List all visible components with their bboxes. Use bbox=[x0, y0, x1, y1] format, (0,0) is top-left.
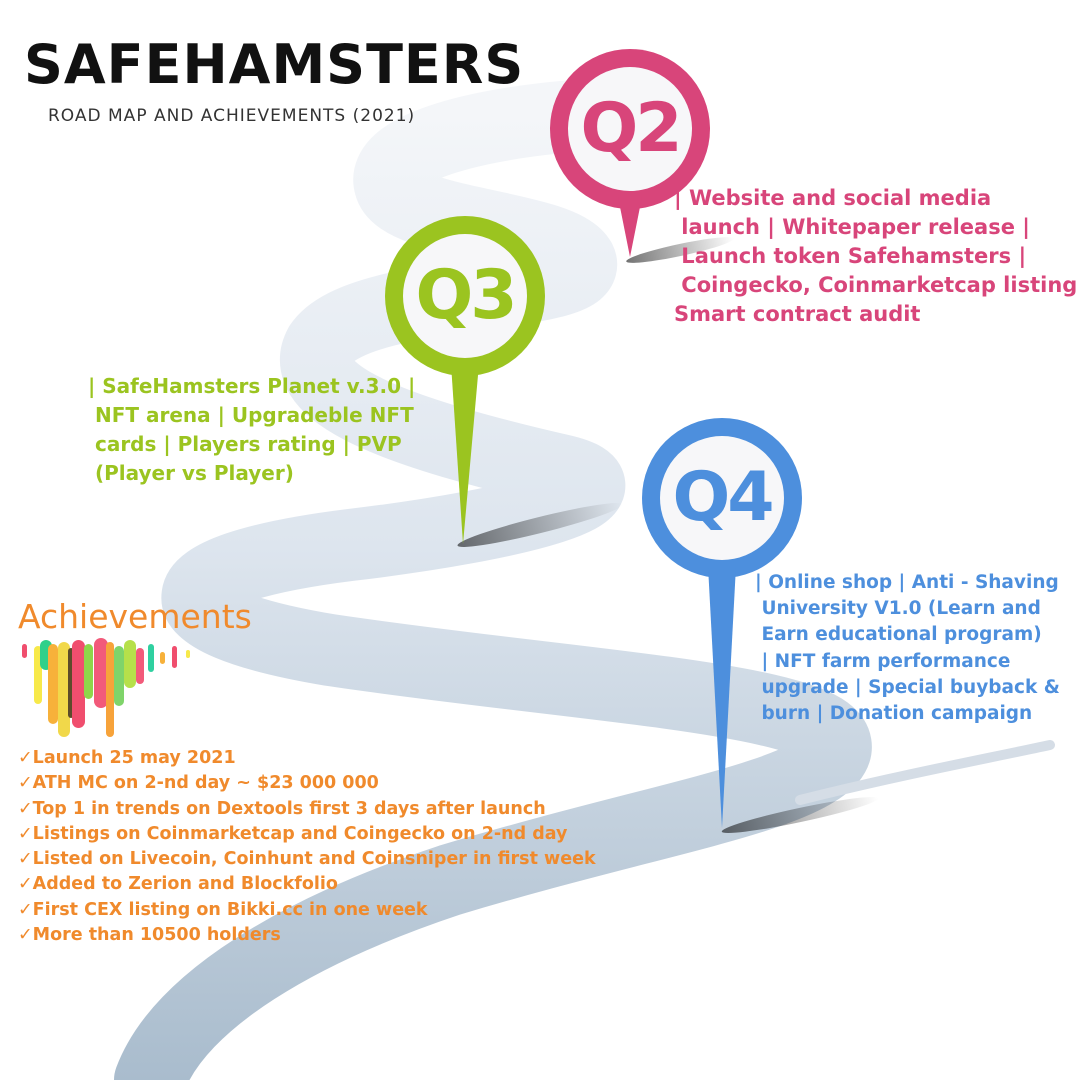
q4-line: | Online shop | Anti - Shaving bbox=[755, 572, 1059, 593]
achievement-item: ✓Listed on Livecoin, Coinhunt and Coinsn… bbox=[18, 849, 596, 870]
q4-pin-marker bbox=[642, 418, 802, 828]
road-far-segment bbox=[795, 740, 1055, 805]
q4-line: upgrade | Special buyback & bbox=[755, 676, 1060, 698]
q4-line: Earn educational program) bbox=[755, 624, 1042, 646]
q2-line: Smart contract audit bbox=[674, 302, 921, 326]
road-path bbox=[114, 76, 872, 1080]
achievement-item: ✓Listings on Coinmarketcap and Coingecko… bbox=[18, 823, 568, 844]
q3-line: NFT arena | Upgradeble NFT bbox=[88, 403, 414, 427]
achievements-title: Achievements bbox=[18, 597, 252, 636]
q3-pin-shadow bbox=[457, 503, 623, 547]
page-title: SAFEHAMSTERS bbox=[24, 33, 525, 96]
q4-description: | Online shop | Anti - Shaving Universit… bbox=[755, 570, 1060, 727]
achievement-item: ✓Added to Zerion and Blockfolio bbox=[18, 874, 338, 895]
q3-pin: Q3 bbox=[383, 214, 547, 546]
q4-label: Q4 bbox=[672, 458, 774, 537]
q3-label: Q3 bbox=[415, 256, 517, 335]
q4-pin: Q4 bbox=[640, 416, 804, 830]
achievements-list: ✓Launch 25 may 2021 ✓ATH MC on 2-nd day … bbox=[18, 746, 596, 948]
achievement-item: ✓First CEX listing on Bikki.cc in one we… bbox=[18, 899, 428, 920]
q2-line: launch | Whitepaper release | bbox=[674, 215, 1030, 239]
q2-pin: Q2 bbox=[548, 47, 712, 260]
achievement-item: ✓Top 1 in trends on Dextools first 3 day… bbox=[18, 798, 546, 819]
q2-line: Launch token Safehamsters | bbox=[674, 244, 1027, 268]
achievement-item: ✓More than 10500 holders bbox=[18, 925, 281, 946]
paint-drips-decoration bbox=[22, 638, 190, 737]
q4-line: burn | Donation campaign bbox=[755, 703, 1033, 725]
q2-pin-marker bbox=[550, 49, 710, 257]
q3-pin-marker bbox=[385, 216, 545, 544]
q2-description: | Website and social media launch | Whit… bbox=[674, 184, 1077, 329]
achievement-item: ✓Launch 25 may 2021 bbox=[18, 748, 236, 768]
q2-label: Q2 bbox=[580, 89, 682, 168]
q4-line: University V1.0 (Learn and bbox=[755, 598, 1041, 620]
q3-line: cards | Players rating | PVP bbox=[88, 432, 402, 456]
page-subtitle: ROAD MAP AND ACHIEVEMENTS (2021) bbox=[48, 106, 416, 126]
q2-line: | Website and social media bbox=[674, 186, 992, 210]
achievement-item: ✓ATH MC on 2-nd day ~ $23 000 000 bbox=[18, 773, 379, 794]
q2-line: Coingecko, Coinmarketcap listing bbox=[674, 273, 1078, 297]
q4-line: | NFT farm performance bbox=[755, 650, 1011, 672]
q3-line: (Player vs Player) bbox=[88, 461, 294, 485]
q2-pin-shadow bbox=[626, 237, 734, 263]
q3-line: | SafeHamsters Planet v.3.0 | bbox=[88, 374, 416, 398]
q4-pin-shadow bbox=[721, 797, 879, 833]
q3-description: | SafeHamsters Planet v.3.0 | NFT arena … bbox=[88, 372, 415, 488]
